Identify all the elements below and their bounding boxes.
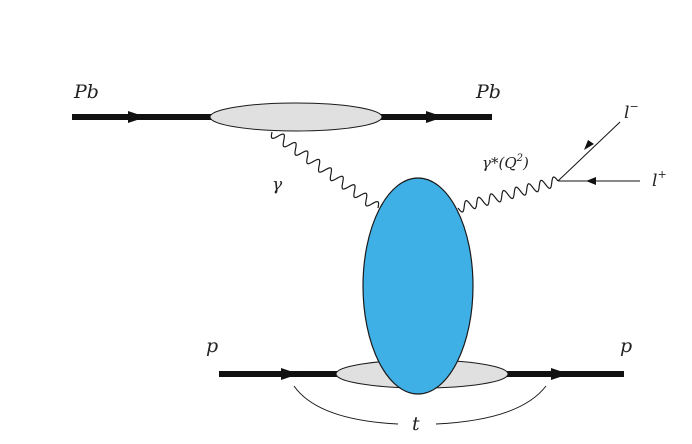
lepton-plus-arrow	[586, 177, 596, 185]
exchange-blob	[362, 177, 474, 395]
pb-incoming-arrow	[128, 111, 146, 123]
t-label: t	[412, 413, 420, 435]
t-arc-right	[435, 385, 547, 425]
t-arc-left	[293, 385, 399, 425]
proton-in-label: p	[206, 335, 218, 357]
lepton-plus-label: l+	[652, 168, 667, 191]
pb-outgoing-arrow	[426, 111, 444, 123]
proton-incoming-arrow	[281, 368, 299, 380]
pb-blob	[209, 102, 383, 132]
virtual-photon-label: γ*(Q2)	[482, 153, 529, 172]
photon-label: γ	[272, 175, 283, 195]
proton-outgoing-arrow	[551, 368, 569, 380]
lepton-minus-line	[557, 121, 621, 182]
pb-out-label: Pb	[475, 81, 501, 103]
lepton-minus-arrow	[584, 140, 594, 150]
photon-wavy-line	[270, 131, 380, 209]
virtual-photon-wavy-line	[457, 176, 559, 213]
pb-in-label: Pb	[73, 81, 99, 103]
lepton-minus-label: l−	[624, 100, 639, 123]
proton-out-label: p	[620, 335, 632, 357]
